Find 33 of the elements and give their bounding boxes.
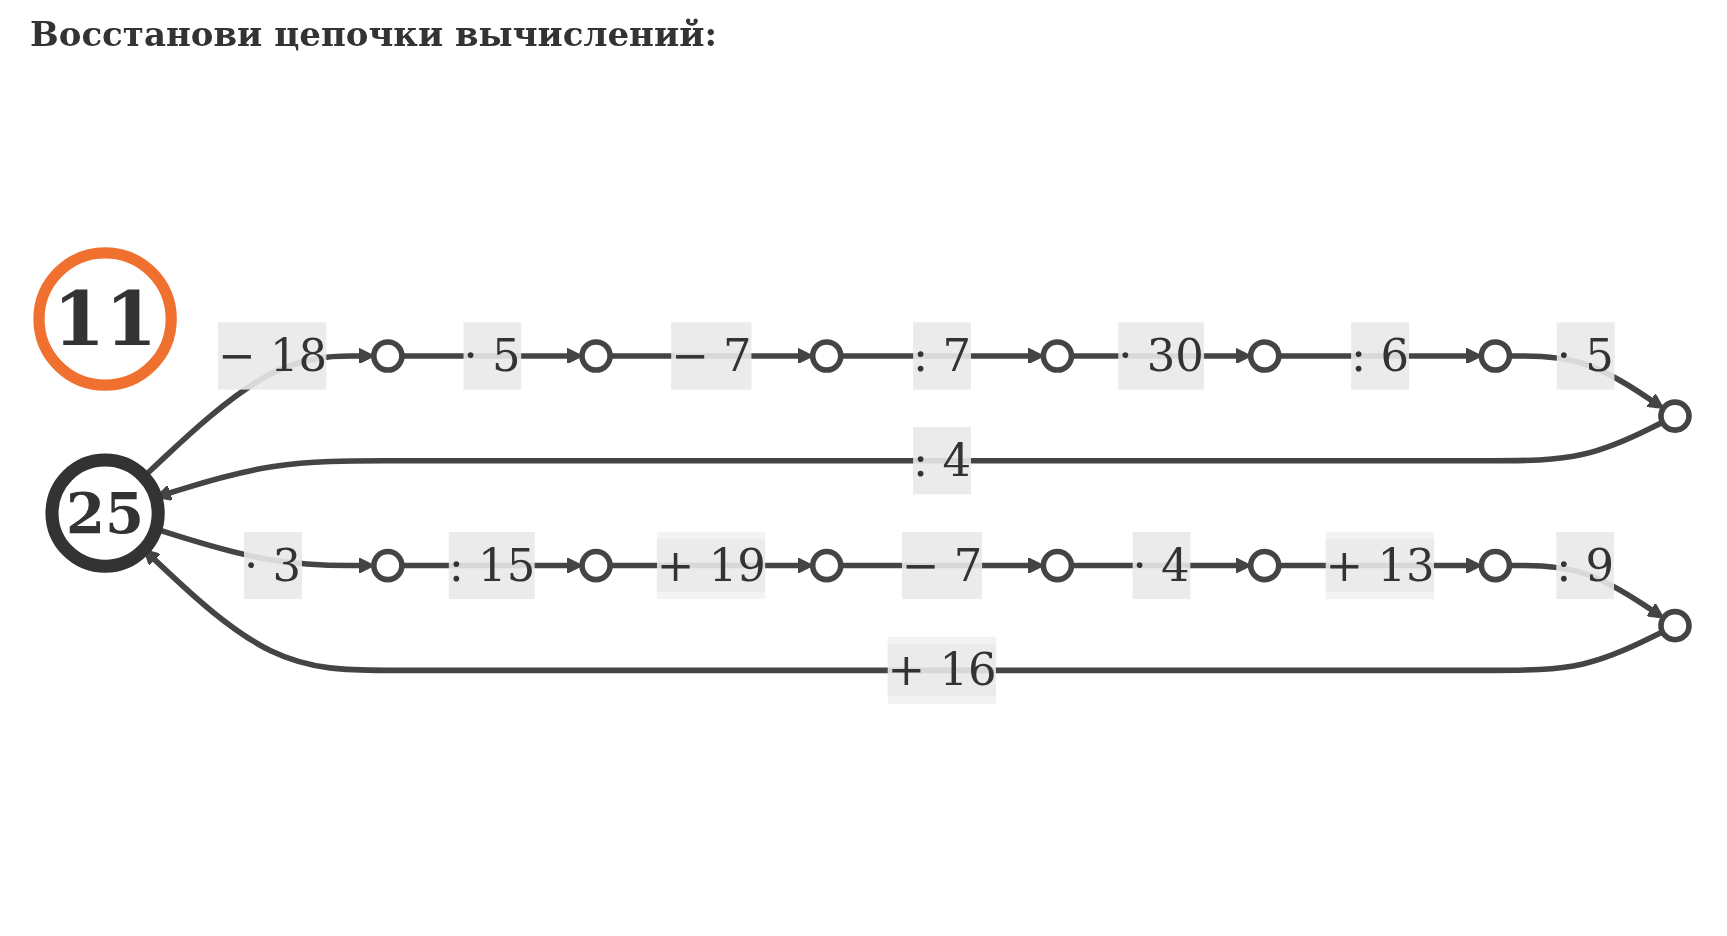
edge-label: : 15: [448, 538, 535, 592]
node-circle: [370, 548, 405, 582]
node-circle: [1657, 398, 1692, 433]
edge-label: − 18: [217, 329, 327, 382]
node-circle: 25: [44, 453, 165, 573]
edge-label: + 13: [1325, 538, 1435, 592]
node-circle: [1040, 338, 1074, 373]
edge-label: · 30: [1117, 329, 1204, 382]
edge-label: : 6: [1350, 329, 1409, 382]
edge-label: : 7: [912, 329, 971, 382]
edge-label: · 4: [1131, 538, 1190, 592]
edge-label: · 3: [243, 538, 301, 592]
edge-label: − 7: [901, 538, 982, 592]
exercise-title: Восстанови цепочки вычислений:: [30, 14, 718, 54]
node-circle: 11: [32, 246, 177, 391]
edge-label: : 9: [1555, 538, 1614, 592]
edge-label: : 4: [912, 434, 971, 487]
edge-label: · 5: [1556, 329, 1614, 382]
node-circle: [370, 338, 405, 373]
edge-label: + 19: [656, 538, 766, 592]
node-circle: [1040, 548, 1074, 582]
edge-label: + 16: [887, 643, 997, 697]
node-circle: [809, 338, 844, 373]
node-circle: [578, 548, 613, 582]
node-circle: [1478, 548, 1512, 582]
node-circle: [578, 338, 613, 373]
edge-label: · 5: [462, 329, 521, 382]
node-circle: [809, 548, 844, 582]
node-circle: [1247, 548, 1282, 582]
node-circle: [1657, 608, 1692, 643]
edge-label: − 7: [670, 329, 752, 382]
node-circle: [1478, 338, 1512, 373]
node-circle: [1247, 338, 1282, 373]
